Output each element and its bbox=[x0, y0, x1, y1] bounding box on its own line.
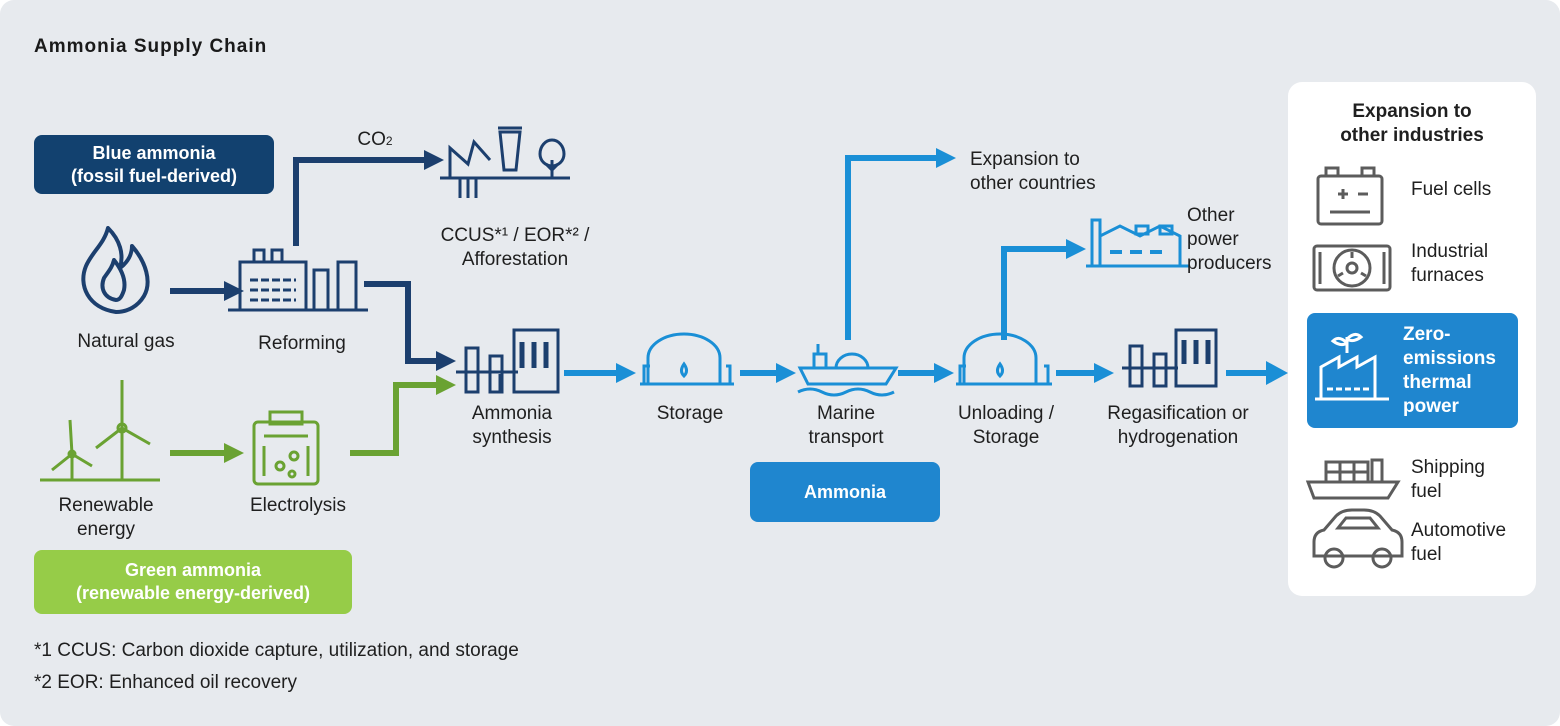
arrow-electrolysis-to-synthesis bbox=[350, 375, 456, 456]
label-electrolysis: Electrolysis bbox=[249, 495, 347, 516]
panel-title: Expansion to other industries bbox=[1340, 101, 1484, 146]
co2-subscript: 2 bbox=[385, 134, 393, 148]
label-reforming: Reforming bbox=[258, 333, 346, 354]
co2-text: CO bbox=[357, 129, 386, 150]
ammonia-badge: Ammonia bbox=[750, 462, 940, 522]
label-industrial-furnaces: Industrial furnaces bbox=[1411, 241, 1489, 286]
arrow-gas-to-reforming bbox=[170, 281, 244, 301]
label-natural-gas: Natural gas bbox=[77, 331, 175, 352]
zero-emissions-box: Zero- emissions thermal power bbox=[1307, 313, 1518, 428]
arrow-unloading-to-power bbox=[1001, 239, 1086, 340]
arrow-unloading-to-regas bbox=[1056, 363, 1114, 383]
unloading-tank-icon bbox=[956, 332, 1052, 386]
label-fuel-cells: Fuel cells bbox=[1411, 179, 1492, 200]
label-ammonia-synthesis: Ammonia synthesis bbox=[471, 403, 553, 448]
label-automotive-fuel: Automotive fuel bbox=[1411, 520, 1507, 565]
green-factory-icon bbox=[1315, 332, 1389, 401]
furnace-icon bbox=[1312, 244, 1392, 292]
label-marine-transport: Marine transport bbox=[808, 403, 884, 448]
power-plant-icon bbox=[1086, 218, 1190, 268]
blue-ammonia-badge: Blue ammonia (fossil fuel-derived) bbox=[34, 135, 274, 194]
label-regasification: Regasification or hydrogenation bbox=[1107, 403, 1249, 448]
arrow-storage-to-marine bbox=[740, 363, 796, 383]
label-unloading-storage: Unloading / Storage bbox=[957, 403, 1055, 448]
label-storage: Storage bbox=[656, 403, 724, 424]
arrow-synthesis-to-storage bbox=[564, 363, 636, 383]
label-expansion-countries: Expansion to other countries bbox=[970, 149, 1096, 194]
footnote-2: *2 EOR: Enhanced oil recovery bbox=[34, 672, 297, 693]
label-ccus: CCUS*¹ / EOR*² / Afforestation bbox=[440, 225, 590, 270]
arrow-marine-to-countries bbox=[845, 148, 956, 340]
storage-tank-icon bbox=[640, 332, 734, 386]
label-other-power: Other power producers bbox=[1187, 205, 1272, 274]
green-ammonia-badge: Green ammonia (renewable energy-derived) bbox=[34, 550, 352, 614]
regasification-icon bbox=[1122, 328, 1218, 388]
arrow-marine-to-unloading bbox=[898, 363, 954, 383]
synthesis-plant-icon bbox=[456, 328, 560, 394]
wind-turbine-icon bbox=[40, 380, 160, 482]
car-icon bbox=[1312, 508, 1404, 569]
reforming-factory-icon bbox=[228, 248, 368, 312]
label-renewable-energy: Renewable energy bbox=[58, 495, 154, 540]
label-shipping-fuel: Shipping fuel bbox=[1411, 457, 1485, 502]
label-zero-emissions: Zero- emissions thermal power bbox=[1403, 324, 1496, 417]
arrow-renewable-to-electrolysis bbox=[170, 443, 244, 463]
footnote-1: *1 CCUS: Carbon dioxide capture, utiliza… bbox=[34, 640, 519, 661]
ship-icon bbox=[797, 344, 899, 397]
ccus-plant-icon bbox=[440, 126, 570, 198]
arrow-regas-to-industries bbox=[1226, 361, 1288, 385]
fuel-cell-icon bbox=[1316, 166, 1384, 226]
ship-fuel-icon bbox=[1305, 458, 1401, 500]
flame-icon bbox=[81, 226, 150, 314]
arrow-co2 bbox=[293, 150, 444, 246]
arrow-reforming-to-synthesis bbox=[364, 281, 456, 371]
diagram-title: Ammonia Supply Chain bbox=[34, 36, 268, 57]
co2-label: CO2 bbox=[350, 128, 400, 153]
electrolysis-icon bbox=[252, 410, 320, 486]
